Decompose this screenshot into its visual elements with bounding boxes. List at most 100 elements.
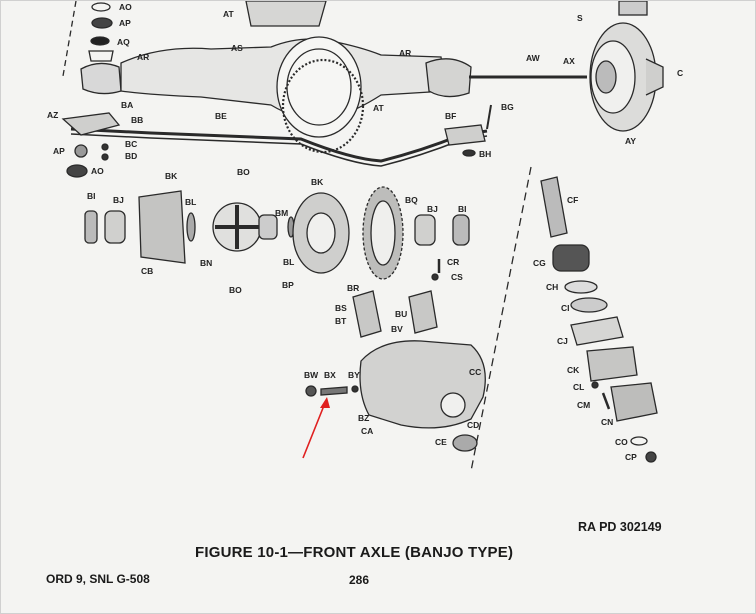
part-at-gasket xyxy=(281,58,365,154)
dashed-line-left xyxy=(62,1,77,77)
callout-label: BE xyxy=(215,111,227,121)
callout-label: BO xyxy=(237,167,250,177)
part-cg-bearing xyxy=(552,244,590,272)
housing-banjo-opening xyxy=(276,36,362,138)
callout-label: BC xyxy=(125,139,137,149)
callout-label: AQ xyxy=(117,37,130,47)
part-bj-cup-left xyxy=(104,210,126,244)
part-bq-ring-inner xyxy=(370,200,396,266)
part-bl-washer xyxy=(186,212,196,242)
part-cj-gasket xyxy=(570,316,624,346)
part-ax-bearing xyxy=(595,60,617,94)
callout-label: BP xyxy=(282,280,294,290)
callout-label: BB xyxy=(131,115,143,125)
part-bi-bearing-left xyxy=(84,210,98,244)
dashed-line-pinion xyxy=(470,166,532,472)
callout-label: BN xyxy=(200,258,212,268)
callout-label: BR xyxy=(347,283,359,293)
callout-label: BG xyxy=(501,102,514,112)
part-co-washer xyxy=(630,436,648,446)
plate-reference: RA PD 302149 xyxy=(578,520,662,534)
callout-label: CF xyxy=(567,195,578,205)
callout-label: AO xyxy=(119,2,132,12)
callout-label: S xyxy=(577,13,583,23)
callout-label: BQ xyxy=(405,195,418,205)
part-az-rod-end xyxy=(61,112,121,136)
callout-label: AP xyxy=(53,146,65,156)
part-bd-nut xyxy=(101,153,109,161)
part-carrier-port xyxy=(440,392,466,418)
callout-label: CR xyxy=(447,257,459,267)
callout-label: CD xyxy=(467,420,479,430)
callout-label: BJ xyxy=(427,204,438,214)
callout-label: BM xyxy=(275,208,288,218)
part-ar-right xyxy=(425,58,472,98)
housing-banjo-inner xyxy=(286,48,352,126)
callout-label: BZ xyxy=(358,413,369,423)
part-bg-stud xyxy=(486,104,492,130)
callout-label: BT xyxy=(335,316,347,326)
part-bk-case-left xyxy=(138,190,186,264)
part-aq xyxy=(90,36,110,46)
part-ci-ring xyxy=(570,297,608,313)
part-bk-case-hub xyxy=(306,212,336,254)
part-bh-nut xyxy=(462,149,476,157)
callout-label: BK xyxy=(165,171,178,181)
callout-label: BL xyxy=(185,197,196,207)
callout-label: BX xyxy=(324,370,336,380)
callout-label: BV xyxy=(391,324,403,334)
callout-label: AS xyxy=(231,43,243,53)
callout-label: AX xyxy=(563,56,575,66)
callout-label: AT xyxy=(223,9,235,19)
part-bx-bolt xyxy=(320,386,348,396)
part-cm-bolt xyxy=(601,392,611,410)
part-ck-retainer xyxy=(586,346,638,382)
part-cc-carrier xyxy=(359,340,486,429)
callout-label: CP xyxy=(625,452,637,462)
figure-title: FIGURE 10-1—FRONT AXLE (BANJO TYPE) xyxy=(195,544,514,561)
part-be-tie-rod xyxy=(70,127,488,163)
callout-label: AO xyxy=(91,166,104,176)
footer-ordnance-ref: ORD 9, SNL G-508 xyxy=(46,572,150,586)
callout-label: BI xyxy=(87,191,96,201)
callout-label: AZ xyxy=(47,110,58,120)
part-top-right-block xyxy=(618,1,648,16)
part-at-top xyxy=(245,1,327,27)
part-cl xyxy=(591,381,599,389)
callout-label: CS xyxy=(451,272,463,282)
part-bm-gear xyxy=(258,214,278,240)
callout-label: AP xyxy=(119,18,131,28)
callout-label: BU xyxy=(395,309,407,319)
callout-label: CL xyxy=(573,382,584,392)
part-ao-top xyxy=(91,2,111,12)
callout-label: AT xyxy=(373,103,385,113)
callout-label: CG xyxy=(533,258,546,268)
part-ar-left xyxy=(80,62,122,95)
callout-label: CI xyxy=(561,303,570,313)
part-bw xyxy=(305,385,317,397)
callout-label: BS xyxy=(335,303,347,313)
exploded-axle-diagram: AO AP AQ AR AT AS AR AW AX S C AY AZ BA … xyxy=(47,1,683,472)
part-be-tie-rod-edge xyxy=(70,133,488,167)
page-number: 286 xyxy=(349,573,370,587)
part-bf-rod-end xyxy=(444,124,486,146)
callout-label: BH xyxy=(479,149,491,159)
callout-label: BI xyxy=(458,204,467,214)
callout-label: BY xyxy=(348,370,360,380)
callout-label: BJ xyxy=(113,195,124,205)
callout-label: BO xyxy=(229,285,242,295)
callout-label: CB xyxy=(141,266,153,276)
callout-label: CH xyxy=(546,282,558,292)
callout-label: CC xyxy=(469,367,481,377)
callout-label: CM xyxy=(577,400,590,410)
callout-label: BD xyxy=(125,151,137,161)
part-cf-pinion xyxy=(540,176,568,238)
part-bi-bearing-right xyxy=(452,214,470,246)
part-bu-cap xyxy=(408,290,438,334)
callout-label: CE xyxy=(435,437,447,447)
callout-label: AW xyxy=(526,53,541,63)
part-ap xyxy=(91,17,113,29)
red-annotation-arrow xyxy=(302,397,330,459)
part-c-cap xyxy=(645,58,664,96)
